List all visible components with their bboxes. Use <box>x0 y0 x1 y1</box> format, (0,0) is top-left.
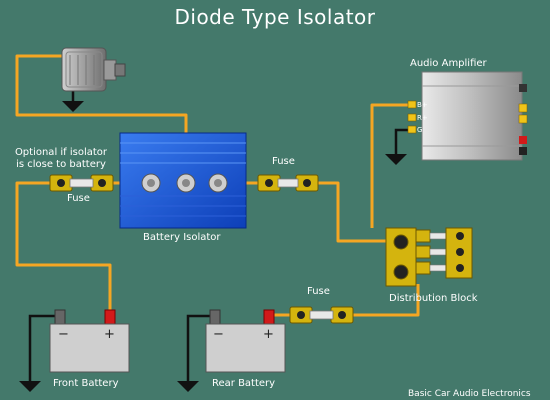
amplifier-label: Audio Amplifier <box>410 58 487 69</box>
front-battery <box>49 309 130 373</box>
wire-rear-battery-ground <box>186 314 213 382</box>
front-battery-label: Front Battery <box>53 378 119 389</box>
ground-symbol-front-battery <box>19 381 41 392</box>
alternator <box>61 47 126 92</box>
amp-terminal-b-label: B+ <box>417 101 428 109</box>
ground-symbol-alternator <box>62 101 84 112</box>
audio-amplifier <box>407 71 528 161</box>
rear-battery-minus-label: − <box>213 327 224 342</box>
wire-front-fuse-to-battery-loop <box>15 181 112 315</box>
rear-battery <box>205 309 286 373</box>
amp-terminal-g-label: G <box>417 126 423 134</box>
front-battery-minus-label: − <box>58 327 69 342</box>
wire-distribution-to-amp <box>370 103 409 228</box>
ground-arrows <box>19 101 407 392</box>
wire-fuse-to-distribution <box>318 181 388 243</box>
fuse-isolator-label: Fuse <box>272 156 295 167</box>
distribution-block <box>385 227 473 287</box>
fuse-rear <box>289 306 354 324</box>
fuse-isolator <box>257 174 319 192</box>
wire-front-battery-ground <box>28 314 60 382</box>
fuse-front <box>49 174 114 192</box>
battery-isolator <box>119 132 247 229</box>
amp-terminal-r-label: R+ <box>417 114 428 122</box>
ground-symbol-amp <box>385 154 407 165</box>
credit-label: Basic Car Audio Electronics <box>408 389 531 399</box>
ground-wires <box>28 90 410 382</box>
fuse-front-label: Fuse <box>67 193 90 204</box>
diagram-title: Diode Type Isolator <box>174 5 376 29</box>
rear-battery-label: Rear Battery <box>212 378 276 389</box>
isolator-label: Battery Isolator <box>143 232 221 243</box>
optional-fuse-note: Optional if isolator is close to battery <box>14 147 108 170</box>
distribution-block-label: Distribution Block <box>389 293 478 304</box>
fuse-rear-label: Fuse <box>307 286 330 297</box>
front-battery-plus-label: + <box>104 327 115 342</box>
wire-amp-ground <box>394 128 410 155</box>
rear-battery-plus-label: + <box>263 327 274 342</box>
ground-symbol-rear-battery <box>177 381 199 392</box>
wire-distribution-to-rear-fuse <box>353 284 420 317</box>
